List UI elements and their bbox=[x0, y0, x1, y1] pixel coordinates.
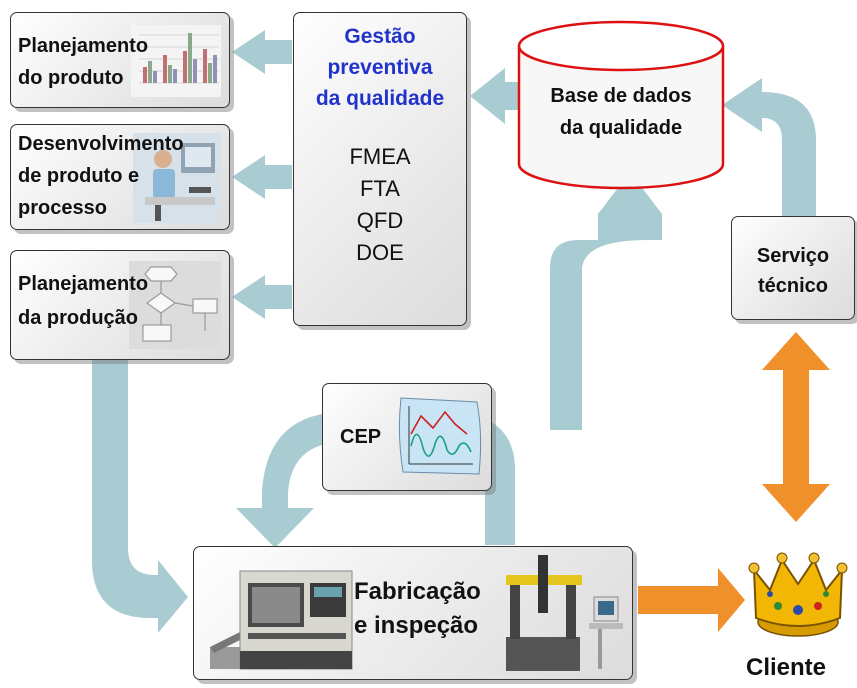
database-label: Base de dados da qualidade bbox=[515, 80, 727, 144]
fabricacao-label-line1: Fabricação bbox=[354, 578, 481, 605]
quality-methods-list: FMEA FTA QFD DOE bbox=[294, 141, 466, 269]
box-planejamento-produto: Planejamento do produto bbox=[10, 12, 230, 108]
cnc-machine-photo bbox=[210, 570, 353, 670]
method-qfd: QFD bbox=[356, 208, 404, 233]
planejamento-produto-line1: Planejamento bbox=[18, 35, 149, 57]
box-fabricacao: Fabricação e inspeção bbox=[193, 546, 633, 680]
crown-icon bbox=[748, 552, 848, 637]
box-servico-tecnico: Serviço técnico bbox=[731, 216, 855, 320]
arrow-cep-loop bbox=[236, 412, 515, 548]
fabricacao-label: Fabricação e inspeção bbox=[354, 575, 481, 643]
database-label-line2: da qualidade bbox=[559, 117, 683, 139]
planejamento-producao-line1: Planejamento bbox=[18, 273, 149, 295]
gestao-title-line3: da qualidade bbox=[315, 87, 445, 110]
arrow-planejamento-to-fabricacao bbox=[92, 360, 188, 633]
box-planejamento-producao: Planejamento da produção bbox=[10, 250, 230, 360]
method-doe: DOE bbox=[356, 240, 404, 265]
arrow-fabricacao-to-cliente bbox=[638, 568, 745, 632]
database-label-line1: Base de dados bbox=[550, 85, 692, 107]
control-chart-icon bbox=[398, 397, 482, 475]
servico-label-line1: Serviço bbox=[756, 245, 830, 267]
fabricacao-label-line2: e inspeção bbox=[354, 612, 479, 639]
gestao-title-line2: preventiva bbox=[327, 56, 433, 79]
cmm-inspection-photo bbox=[506, 555, 623, 671]
servico-label-line2: técnico bbox=[757, 275, 829, 297]
cliente-label: Cliente bbox=[746, 654, 827, 681]
arrow-gestao-to-planejamento-produto bbox=[232, 30, 292, 74]
cep-label: CEP bbox=[340, 426, 382, 448]
servico-label: Serviço técnico bbox=[732, 241, 854, 301]
database-cylinder-icon bbox=[517, 20, 725, 190]
planejamento-produto-line2: do produto bbox=[18, 67, 124, 89]
method-fta: FTA bbox=[360, 176, 400, 201]
workstation-photo bbox=[133, 133, 221, 223]
arrow-gestao-to-desenvolvimento bbox=[232, 155, 292, 199]
gestao-title: Gestão preventiva da qualidade bbox=[294, 21, 466, 114]
box-gestao-preventiva: Gestão preventiva da qualidade FMEA FTA … bbox=[293, 12, 467, 326]
bar-chart-icon bbox=[131, 25, 221, 97]
gestao-title-line1: Gestão bbox=[344, 25, 416, 48]
flowchart-icon bbox=[129, 261, 221, 349]
arrow-database-to-gestao bbox=[470, 68, 520, 124]
desenvolvimento-line1: Desenvolvimento bbox=[18, 133, 184, 155]
desenvolvimento-line3: processo bbox=[18, 197, 107, 219]
arrow-servico-cliente-bidirectional bbox=[762, 332, 830, 522]
desenvolvimento-line2: de produto e bbox=[18, 165, 140, 187]
box-cep: CEP bbox=[322, 383, 492, 491]
planejamento-producao-line2: da produção bbox=[18, 307, 139, 329]
box-desenvolvimento: Desenvolvimento de produto e processo bbox=[10, 124, 230, 230]
arrow-gestao-to-planejamento-producao bbox=[232, 275, 292, 319]
arrow-fabricacao-to-database bbox=[518, 172, 662, 430]
arrow-servico-to-database bbox=[722, 78, 816, 218]
method-fmea: FMEA bbox=[349, 144, 411, 169]
